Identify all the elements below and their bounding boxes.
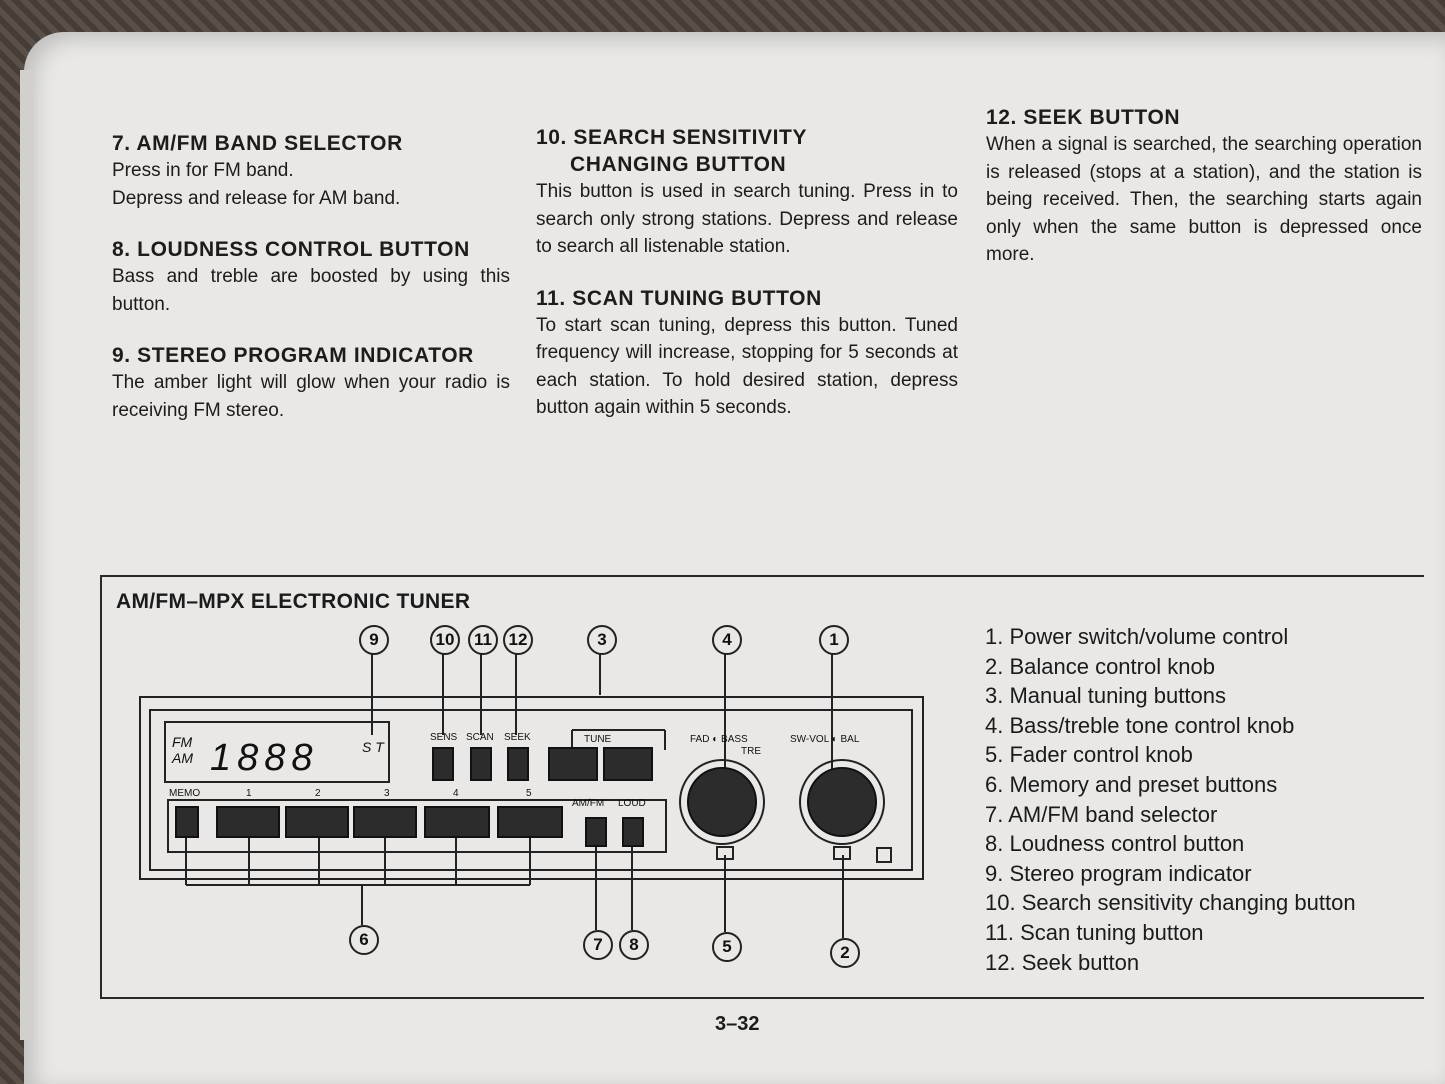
label-tre: TRE [741, 746, 761, 757]
legend-item: 6. Memory and preset buttons [985, 771, 1278, 797]
text-10: This button is used in search tuning. Pr… [536, 181, 958, 257]
callout-9: 9 [359, 625, 389, 655]
label-sw-vol: SW-VOL ◐ BAL [790, 734, 860, 745]
svg-text:5: 5 [526, 788, 532, 799]
column-2: 10. SEARCH SENSITIVITY CHANGING BUTTON T… [536, 124, 958, 422]
column-3: 12. SEEK BUTTON When a signal is searche… [986, 104, 1422, 269]
label-memo: MEMO [169, 788, 200, 799]
display-digits: 1888 [210, 737, 319, 779]
heading-8: 8. LOUDNESS CONTROL BUTTON [112, 238, 470, 261]
callout-2: 2 [830, 938, 860, 968]
heading-10b: CHANGING BUTTON [570, 153, 787, 176]
heading-9: 9. STEREO PROGRAM INDICATOR [112, 344, 474, 367]
callout-11: 11 [468, 625, 498, 655]
display-st: S T [362, 739, 385, 755]
svg-text:1: 1 [246, 788, 252, 799]
label-am-fm: AM/FM [572, 798, 604, 809]
legend-item: 7. AM/FM band selector [985, 801, 1218, 827]
svg-text:3: 3 [384, 788, 390, 799]
legend-item: 9. Stereo program indicator [985, 860, 1252, 886]
heading-7: 7. AM/FM BAND SELECTOR [112, 132, 403, 155]
text-8: Bass and treble are boosted by using thi… [112, 266, 510, 315]
display-fm-label: FM [172, 734, 193, 750]
label-tune: TUNE [584, 734, 612, 745]
callout-5: 5 [712, 932, 742, 962]
tuner-outer-panel [139, 696, 924, 880]
heading-11: 11. SCAN TUNING BUTTON [536, 286, 822, 310]
text-11: To start scan tuning, depress this butto… [536, 314, 958, 419]
heading-10: 10. SEARCH SENSITIVITY [536, 126, 808, 149]
callout-7: 7 [583, 930, 613, 960]
text-12: When a signal is searched, the searching… [986, 134, 1422, 265]
legend-item: 1. Power switch/volume control [985, 624, 1289, 649]
text-7b: Depress and release for AM band. [112, 187, 401, 209]
legend-item: 4. Bass/treble tone control knob [985, 712, 1295, 738]
volume-knob-ring [799, 759, 885, 845]
heading-12: 12. SEEK BUTTON [986, 106, 1181, 129]
callout-4: 4 [712, 625, 742, 655]
callout-8: 8 [619, 930, 649, 960]
display-am-label: AM [171, 750, 193, 766]
page-edge [20, 70, 34, 1040]
text-7a: Press in for FM band. [112, 160, 294, 181]
legend-item: 12. Seek button [985, 949, 1140, 975]
legend-item: 11. Scan tuning button [985, 919, 1204, 945]
label-scan: SCAN [466, 732, 494, 743]
column-1: 7. AM/FM BAND SELECTOR Press in for FM b… [112, 130, 510, 424]
svg-text:2: 2 [315, 788, 321, 799]
callout-3: 3 [587, 625, 617, 655]
page-number: 3–32 [715, 1013, 760, 1035]
preset-strip [167, 799, 667, 853]
label-sens: SENS [430, 732, 458, 743]
diagram-title: AM/FM–MPX ELECTRONIC TUNER [116, 590, 471, 613]
bass-treble-knob [687, 767, 757, 837]
callout-12: 12 [503, 625, 533, 655]
callout-10: 10 [430, 625, 460, 655]
parts-legend: 1. Power switch/volume control 2. Balanc… [985, 622, 1356, 977]
svg-text:4: 4 [453, 788, 459, 799]
label-loud: LOUD [618, 798, 646, 809]
volume-knob [807, 767, 877, 837]
tuner-diagram-frame [100, 575, 1424, 999]
label-seek: SEEK [504, 732, 531, 743]
legend-item: 10. Search sensitivity changing button [985, 890, 1356, 916]
legend-item: 3. Manual tuning buttons [985, 683, 1226, 709]
legend-item: 2. Balance control knob [985, 653, 1215, 679]
display-window [164, 721, 390, 783]
text-9: The amber light will glow when your radi… [112, 372, 510, 421]
label-fad-bass: FAD ◐ BASS [690, 734, 748, 745]
bass-treble-knob-ring [679, 759, 765, 845]
callout-6: 6 [349, 925, 379, 955]
callout-1: 1 [819, 625, 849, 655]
legend-item: 5. Fader control knob [985, 742, 1193, 768]
manual-page [24, 32, 1445, 1084]
legend-item: 8. Loudness control button [985, 831, 1245, 857]
